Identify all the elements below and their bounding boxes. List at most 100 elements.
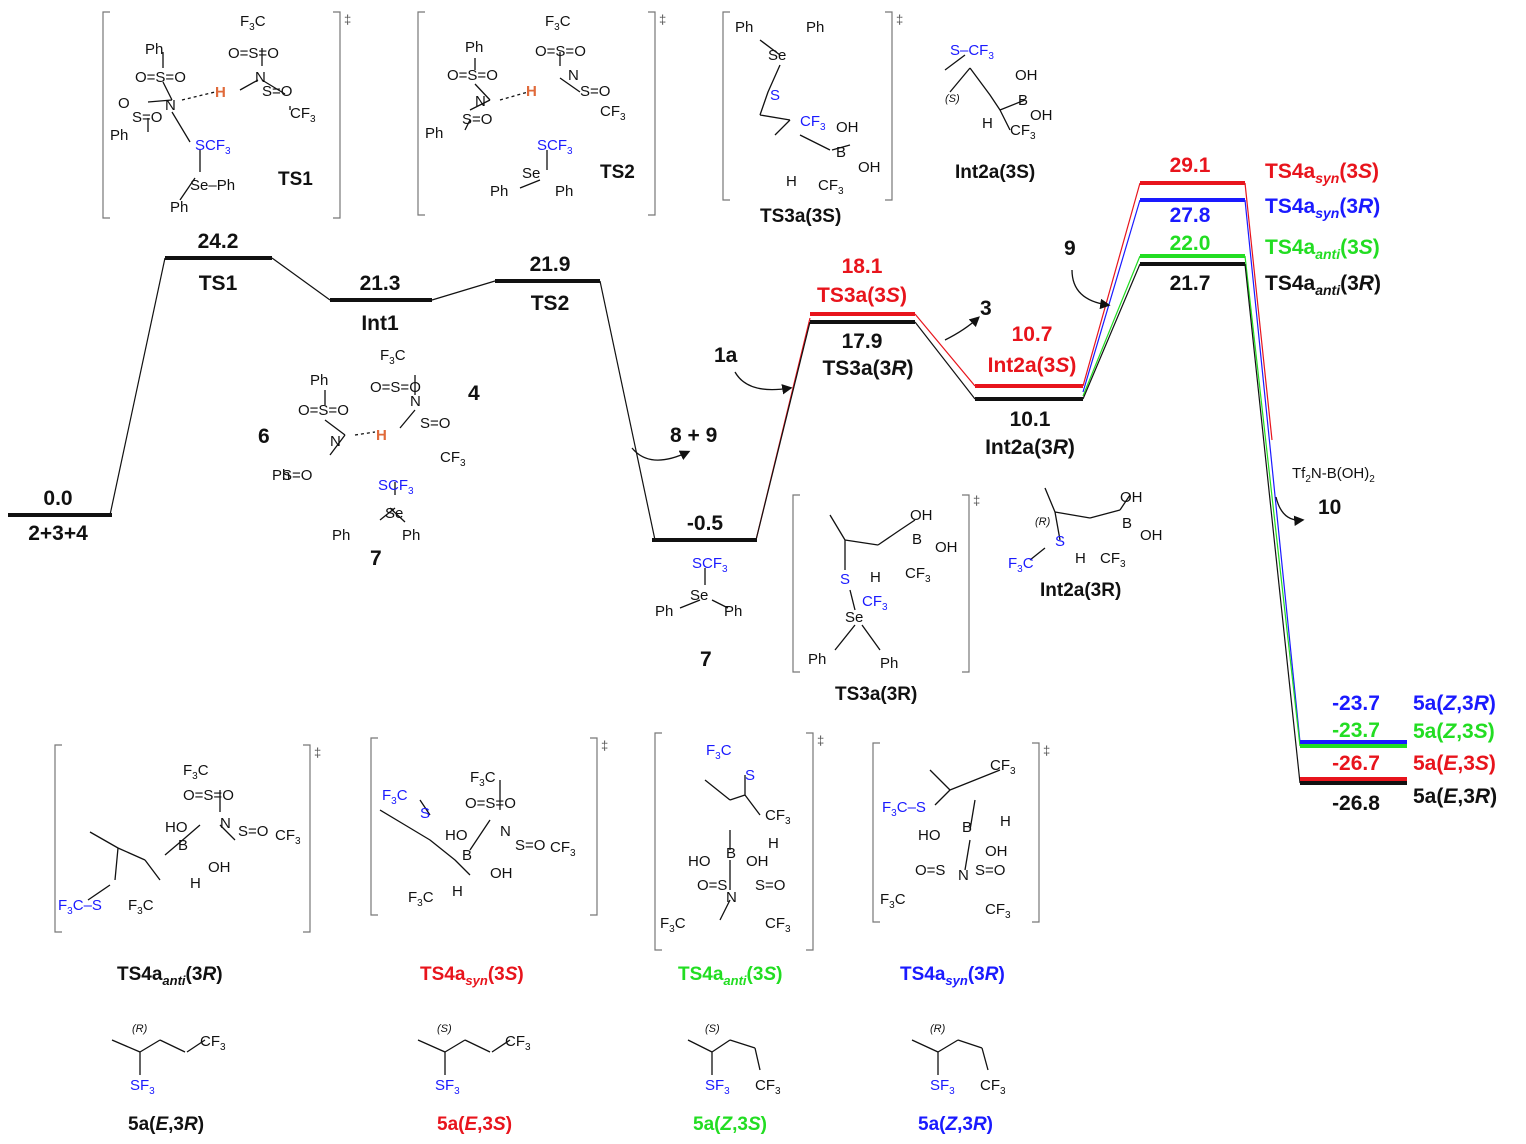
arrow-label-9: 9 [1064, 237, 1076, 260]
svg-text:OH: OH [858, 159, 881, 176]
svg-text:B: B [178, 837, 188, 854]
svg-text:H: H [786, 173, 797, 190]
svg-text:S–CF3: S–CF3 [950, 42, 994, 62]
ts-brackets [54, 11, 1040, 951]
svg-text:Ph: Ph [724, 603, 742, 620]
svg-text:OH: OH [1140, 527, 1163, 544]
svg-text:F3C: F3C [1008, 555, 1034, 575]
svg-text:OH: OH [985, 843, 1008, 860]
svg-text:H: H [452, 883, 463, 900]
svg-text:Ph: Ph [145, 41, 163, 58]
svg-text:Ph: Ph [170, 199, 188, 216]
svg-text:F3C: F3C [382, 787, 408, 807]
svg-text:O=S=O: O=S=O [298, 402, 349, 419]
svg-text:CF3: CF3 [755, 1077, 781, 1097]
svg-text:HO: HO [918, 827, 941, 844]
svg-text:SF3: SF3 [705, 1077, 730, 1097]
svg-text:S: S [420, 805, 430, 822]
svg-text:N: N [220, 815, 231, 832]
label-p-e3r: 5a(E,3R) [1413, 785, 1497, 808]
energy-ts4-anti-3r: 21.7 [1170, 272, 1211, 295]
svg-text:F3C: F3C [470, 769, 496, 789]
label-ts4-anti-3r: TS4aanti(3R) [1265, 272, 1381, 298]
svg-text:CF3: CF3 [765, 807, 791, 827]
svg-text:B: B [836, 144, 846, 161]
svg-text:CF3: CF3 [818, 177, 844, 197]
svg-text:Se: Se [768, 47, 786, 64]
caption-int2a-3r: Int2a(3R) [1040, 580, 1121, 601]
caption-six: 6 [258, 425, 270, 448]
svg-text:O=S=O: O=S=O [135, 69, 186, 86]
caption-p-e3s: 5a(E,3S) [437, 1114, 512, 1135]
arrow-3 [944, 316, 980, 341]
svg-text:H: H [982, 115, 993, 132]
svg-text:‡: ‡ [659, 12, 666, 27]
arrow-8-9 [631, 447, 691, 461]
svg-text:S: S [840, 571, 850, 588]
svg-text:F3C–S: F3C–S [882, 799, 926, 819]
energy-ts4-syn-3s: 29.1 [1170, 154, 1211, 177]
name-ts3a-3s: TS3a(3S) [817, 284, 907, 307]
svg-text:OH: OH [1015, 67, 1038, 84]
svg-text:O=S=O: O=S=O [447, 67, 498, 84]
svg-text:CF3: CF3 [600, 103, 626, 123]
svg-text:F3C: F3C [545, 13, 571, 33]
svg-text:Ph: Ph [655, 603, 673, 620]
caption-p-e3r: 5a(E,3R) [128, 1114, 204, 1135]
svg-text:CF3: CF3 [1010, 122, 1036, 142]
svg-text:H: H [1000, 813, 1011, 830]
svg-text:O: O [118, 95, 130, 112]
svg-text:(S): (S) [705, 1023, 720, 1035]
svg-text:SCF3: SCF3 [195, 137, 231, 157]
caption-four: 4 [468, 382, 480, 405]
svg-text:Se: Se [522, 165, 540, 182]
label-tf2n-b-oh2: Tf2N-B(OH)2 [1292, 465, 1375, 485]
svg-text:OH: OH [836, 119, 859, 136]
svg-text:CF3: CF3 [765, 915, 791, 935]
svg-text:(R): (R) [1035, 516, 1051, 528]
svg-text:Ph: Ph [310, 372, 328, 389]
svg-text:‡: ‡ [1043, 743, 1050, 758]
svg-text:Ph: Ph [808, 651, 826, 668]
caption-ts3a-3s: TS3a(3S) [760, 206, 841, 227]
svg-text:CF3: CF3 [275, 827, 301, 847]
energy-start: 0.0 [43, 487, 72, 510]
arrow-9 [1071, 269, 1111, 310]
svg-text:OH: OH [910, 507, 933, 524]
svg-text:Se: Se [690, 587, 708, 604]
svg-text:S=O: S=O [262, 83, 292, 100]
energy-ts3a-3s: 18.1 [842, 255, 883, 278]
svg-text:CF3: CF3 [985, 901, 1011, 921]
svg-text:‡: ‡ [896, 12, 903, 27]
svg-text:S=O: S=O [238, 823, 268, 840]
arrow-label-10: 10 [1318, 496, 1341, 519]
svg-text:Se: Se [385, 505, 403, 522]
svg-text:OH: OH [1120, 489, 1143, 506]
svg-text:CF3: CF3 [990, 757, 1016, 777]
name-ts1: TS1 [199, 272, 238, 295]
svg-text:B: B [1018, 92, 1028, 109]
svg-text:SCF3: SCF3 [692, 555, 728, 575]
name-start: 2+3+4 [28, 522, 88, 545]
svg-text:N: N [475, 93, 486, 110]
svg-text:CF3: CF3 [1100, 550, 1126, 570]
svg-text:B: B [462, 847, 472, 864]
svg-text:HO: HO [165, 819, 188, 836]
svg-text:‡: ‡ [314, 745, 321, 760]
energy-int2a-3s: 10.7 [1012, 323, 1053, 346]
svg-text:O=S=O: O=S=O [465, 795, 516, 812]
svg-text:SF3: SF3 [930, 1077, 955, 1097]
svg-text:H: H [376, 427, 387, 444]
svg-text:(R): (R) [132, 1023, 148, 1035]
energy-p-z3r: -23.7 [1332, 692, 1380, 715]
svg-text:‡: ‡ [973, 493, 980, 508]
svg-text:Ph: Ph [272, 467, 290, 484]
energy-ts4-syn-3r: 27.8 [1170, 204, 1211, 227]
svg-text:O=S=O: O=S=O [228, 45, 279, 62]
svg-text:B: B [912, 531, 922, 548]
svg-text:OH: OH [208, 859, 231, 876]
svg-text:OH: OH [1030, 107, 1053, 124]
svg-text:Ph: Ph [402, 527, 420, 544]
energy-int2a-3r: 10.1 [1010, 408, 1051, 431]
svg-text:Se: Se [845, 609, 863, 626]
